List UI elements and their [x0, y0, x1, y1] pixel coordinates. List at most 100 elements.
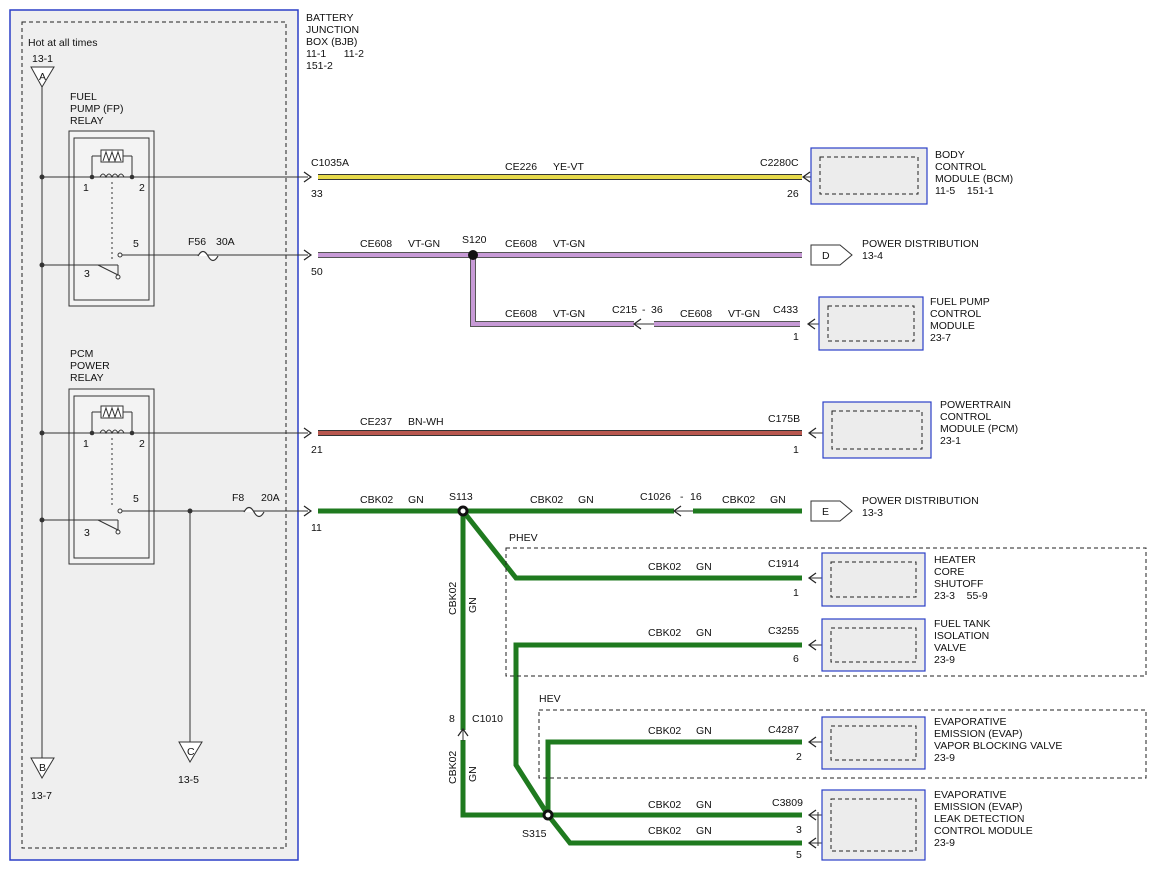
f56-fuse-amps: 30A [216, 236, 235, 248]
power-dist-d-letter: D [822, 250, 830, 262]
wire-ce608-circuit-3: CE608 [505, 308, 537, 320]
fp-relay-label-line1: FUEL [70, 91, 97, 103]
power-dist-d-ref: 13-4 [862, 250, 883, 262]
wire-cbk02-color-3: GN [770, 494, 786, 506]
wire-cbk02-circuit-5: CBK02 [648, 627, 681, 639]
evap-ldcm-label-line2: EMISSION (EVAP) [934, 801, 1023, 813]
c1035a-label: C1035A [311, 157, 349, 169]
pcm-label-line1: POWERTRAIN [940, 399, 1011, 411]
c4287-label: C4287 [768, 724, 799, 736]
c2280c-pin: 26 [787, 188, 799, 200]
c1026-dash: - [680, 491, 684, 503]
fuel-pump-control-module-box [818, 296, 924, 351]
wire-cbk02-circuit-2: CBK02 [530, 494, 563, 506]
arrow-b-ref: 13-7 [31, 790, 52, 802]
evap-vapor-blocking-valve-box [821, 716, 926, 770]
c175b-pin: 1 [793, 444, 799, 456]
f8-fuse-symbol [243, 506, 265, 518]
evap-ldcm-label-line3: LEAK DETECTION [934, 813, 1024, 825]
arrow-b-letter: B [39, 762, 46, 774]
wire-cbk02-network [318, 508, 802, 846]
bjb-label-line1: BATTERY [306, 12, 353, 24]
fpcm-label-line3: MODULE [930, 320, 975, 332]
c1035a-pin33: 33 [311, 188, 323, 200]
fp-relay-label-line3: RELAY [70, 115, 104, 127]
hev-option-region [538, 709, 1147, 779]
phev-option-region [505, 547, 1147, 677]
wire-ce608-circuit-1: CE608 [360, 238, 392, 250]
fpcm-label-line2: CONTROL [930, 308, 981, 320]
c175b-label: C175B [768, 413, 800, 425]
c1914-pin: 1 [793, 587, 799, 599]
power-dist-d-flag [810, 244, 853, 266]
fp-relay-switch [42, 252, 123, 280]
arrow-a-letter: A [39, 71, 46, 83]
c1914-label: C1914 [768, 558, 799, 570]
splice-s113-ring [460, 508, 466, 514]
c1010-pin: 8 [449, 713, 455, 725]
pcm-relay-label-line1: PCM [70, 348, 93, 360]
splice-s113-label: S113 [449, 491, 473, 503]
arrow-c-triangle [178, 741, 203, 764]
wire-cbk02-vertical-color-2: GN [467, 766, 479, 782]
c215-dash: - [642, 304, 646, 316]
f56-fuse-label: F56 [188, 236, 206, 248]
wire-cbk02-color-2: GN [578, 494, 594, 506]
wire-cbk02-vertical-circuit-2: CBK02 [447, 751, 459, 784]
c433-pin: 1 [793, 331, 799, 343]
arrow-b-triangle [30, 757, 55, 780]
arrow-c-letter: C [187, 746, 195, 758]
c1026-label: C1026 [640, 491, 671, 503]
heater-core-shutoff-box [821, 552, 926, 607]
power-dist-d-label: POWER DISTRIBUTION [862, 238, 979, 250]
c3809-pin5: 5 [796, 849, 802, 861]
fp-relay-pin5: 5 [133, 238, 139, 250]
splice-s315-ring [545, 812, 551, 818]
ftiv-label-line4: 23-9 [934, 654, 955, 666]
hev-option-label: HEV [539, 693, 561, 705]
power-dist-e-flag [810, 500, 853, 522]
evap-leak-detection-module-box [821, 789, 926, 861]
wire-cbk02-color-1: GN [408, 494, 424, 506]
evap-vbv-label-line1: EVAPORATIVE [934, 716, 1007, 728]
wire-cbk02-circuit-1: CBK02 [360, 494, 393, 506]
bcm-label-line1: BODY [935, 149, 965, 161]
f8-fuse-amps: 20A [261, 492, 280, 504]
wire-cbk02-circuit-8: CBK02 [648, 825, 681, 837]
heater-label-line2: CORE [934, 566, 964, 578]
bcm-label-line2: CONTROL [935, 161, 986, 173]
bjb-label-line4: 11-1 11-2 [306, 48, 364, 60]
pcm-relay-switch [42, 508, 123, 535]
bcm-label-line4: 11-5 151-1 [935, 185, 994, 197]
fp-relay-pin2: 2 [139, 182, 145, 194]
bjb-label-line5: 151-2 [306, 60, 333, 72]
hot-ref: 13-1 [32, 53, 53, 65]
wire-cbk02-circuit-3: CBK02 [722, 494, 755, 506]
c1026-pin: 16 [690, 491, 702, 503]
bcm-label-line3: MODULE (BCM) [935, 173, 1013, 185]
fp-relay-label-line2: PUMP (FP) [70, 103, 123, 115]
evap-ldcm-label-line4: CONTROL MODULE [934, 825, 1033, 837]
wire-ce226-color: YE-VT [553, 161, 585, 173]
c215-label: C215 [612, 304, 637, 316]
wire-cbk02-color-4: GN [696, 561, 712, 573]
ftiv-label-line2: ISOLATION [934, 630, 989, 642]
wire-cbk02-color-6: GN [696, 725, 712, 737]
c1035a-pin50: 50 [311, 266, 323, 278]
wire-cbk02-color-7: GN [696, 799, 712, 811]
wire-ce608-color-2: VT-GN [553, 238, 585, 250]
c3809-pin3: 3 [796, 824, 802, 836]
c1035a-pin21: 21 [311, 444, 323, 456]
wire-cbk02-vertical-color-1: GN [467, 597, 479, 613]
hot-at-all-times-label: Hot at all times [28, 37, 97, 49]
bjb-label-line3: BOX (BJB) [306, 36, 357, 48]
wire-ce608-color-3: VT-GN [553, 308, 585, 320]
phev-option-label: PHEV [509, 532, 538, 544]
pcm-relay-pin5: 5 [133, 493, 139, 505]
fpcm-label-line4: 23-7 [930, 332, 951, 344]
wire-ce608-circuit-2: CE608 [505, 238, 537, 250]
pcm-relay-pin2: 2 [139, 438, 145, 450]
bjb-connector-chevrons [303, 171, 313, 517]
evap-ldcm-label-line5: 23-9 [934, 837, 955, 849]
